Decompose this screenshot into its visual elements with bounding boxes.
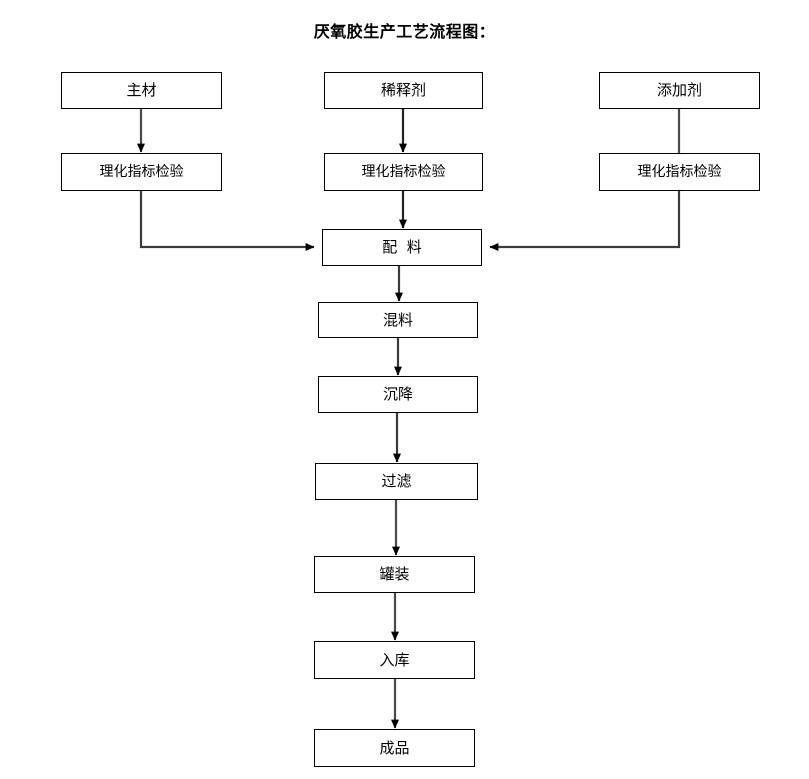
node-additive[interactable]: 添加剂 <box>599 72 760 109</box>
node-finished-product[interactable]: 成品 <box>314 729 475 767</box>
node-batching[interactable]: 配 料 <box>322 229 482 266</box>
node-mixing[interactable]: 混料 <box>318 302 478 338</box>
node-main-material[interactable]: 主材 <box>61 72 222 109</box>
node-inspection-left[interactable]: 理化指标检验 <box>61 153 222 191</box>
page-title: 厌氧胶生产工艺流程图： <box>313 22 496 41</box>
node-diluent[interactable]: 稀释剂 <box>324 72 483 109</box>
edge-left-inspection-to-batching <box>139 191 315 251</box>
node-canning[interactable]: 罐装 <box>314 556 475 593</box>
node-inspection-center[interactable]: 理化指标检验 <box>324 153 483 191</box>
node-inspection-right[interactable]: 理化指标检验 <box>599 153 760 191</box>
node-filtering[interactable]: 过滤 <box>315 463 478 500</box>
node-settling[interactable]: 沉降 <box>318 376 478 413</box>
node-warehousing[interactable]: 入库 <box>314 641 475 679</box>
edge-right-inspection-to-batching <box>489 191 681 251</box>
